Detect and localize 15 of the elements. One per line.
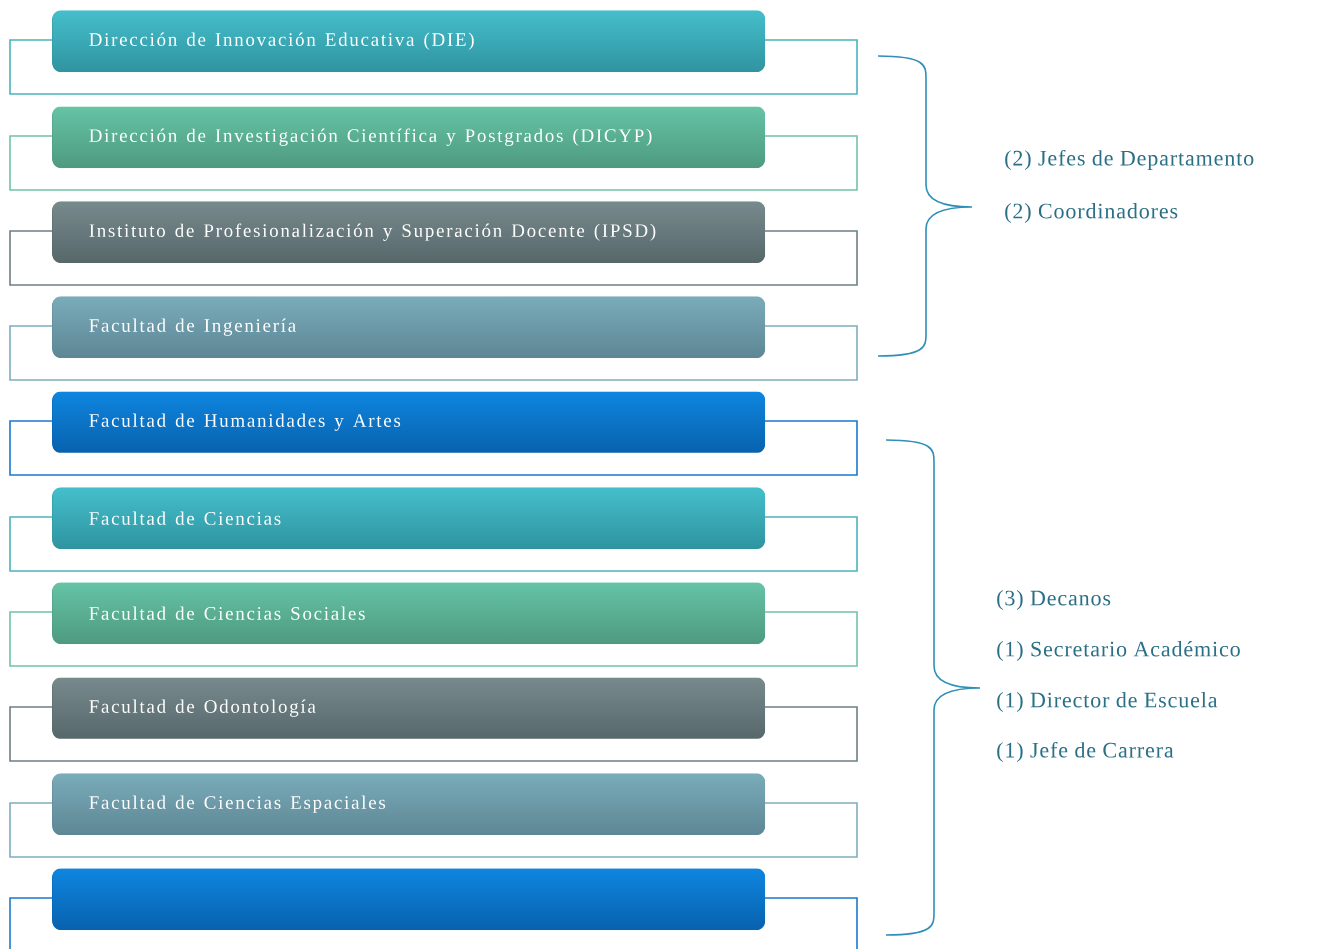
bar: Facultad de Ciencias bbox=[9, 487, 858, 572]
bar: Dirección de Investigación Científica y Postgrados (DICYP) bbox=[9, 106, 858, 191]
bar: Instituto de Profesionalización y Superación Docente (IPSD) bbox=[9, 201, 858, 286]
bar: Facultad de Odontología bbox=[9, 677, 858, 762]
role-label: (2) Coordinadores bbox=[1005, 203, 1178, 223]
bar: Dirección de Innovación Educativa (DIE) bbox=[9, 10, 858, 95]
role-label: (1) Director de Escuela bbox=[997, 692, 1218, 712]
role-label: (2) Jefes de Departamento bbox=[1005, 149, 1254, 171]
bar: Facultad de Ciencias Espaciales bbox=[9, 773, 858, 858]
bar: Facultad de Ciencias Sociales bbox=[9, 582, 858, 667]
bar: Facultad de Ingeniería bbox=[9, 296, 858, 381]
role-label: (1) Jefe de Carrera bbox=[997, 741, 1174, 763]
role-label: (3) Decanos bbox=[997, 590, 1111, 610]
role-label: (1) Secretario Académico bbox=[997, 641, 1240, 661]
bar: Facultad de Humanidades y Artes bbox=[9, 391, 858, 476]
